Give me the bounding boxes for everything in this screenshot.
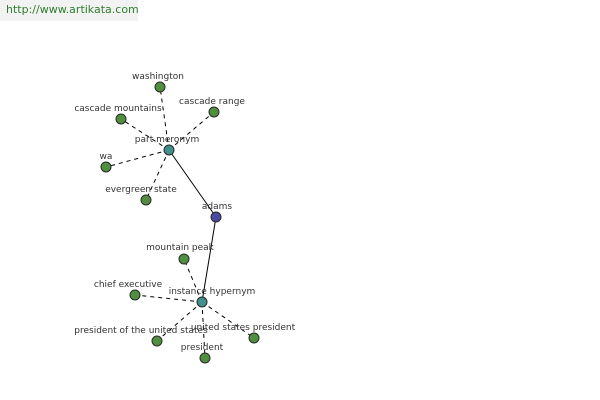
node-circle[interactable] [115, 113, 127, 125]
node-label: president [181, 343, 224, 353]
node-mountain-peak[interactable]: mountain peak [146, 243, 215, 265]
node-circle[interactable] [208, 106, 220, 118]
edge-instance_hypernym-to-chief_executive [134, 294, 203, 303]
edge-adams-to-instance_hypernym [201, 216, 217, 303]
node-label: washington [132, 72, 184, 82]
edge-part_meronym-to-cascade_range [168, 111, 215, 151]
graph-nodes: adams part meronym instance hypernym washin… [74, 72, 296, 364]
node-instance-hypernym[interactable]: instance hypernym [169, 287, 256, 308]
edge-instance_hypernym-to-president [201, 301, 206, 359]
node-chief-executive[interactable]: chief executive [94, 280, 163, 301]
node-circle[interactable] [196, 296, 208, 308]
node-circle[interactable] [140, 194, 152, 206]
node-washington[interactable]: washington [132, 72, 184, 93]
edge-instance_hypernym-to-united_states_president [201, 301, 255, 339]
edge-part_meronym-to-evergreen_state [145, 149, 170, 201]
node-label: mountain peak [146, 243, 215, 253]
node-label: cascade mountains [74, 104, 162, 114]
node-cascade-range[interactable]: cascade range [179, 97, 245, 118]
node-circle[interactable] [199, 352, 211, 364]
watermark-link[interactable]: http://www.artikata.com [0, 0, 139, 21]
node-label: adams [202, 202, 233, 212]
edge-part_meronym-to-washington [159, 86, 170, 151]
node-circle[interactable] [163, 144, 175, 156]
node-label: wa [100, 152, 113, 162]
node-circle[interactable] [178, 253, 190, 265]
edge-adams-to-part_meronym [168, 149, 217, 218]
node-label: part meronym [135, 135, 199, 145]
node-evergreen-state[interactable]: evergreen state [105, 185, 177, 206]
node-label: president of the united states [74, 326, 208, 336]
node-circle[interactable] [151, 335, 163, 347]
node-adams[interactable]: adams [202, 202, 233, 223]
node-cascade-mountains[interactable]: cascade mountains [74, 104, 162, 125]
node-circle[interactable] [129, 289, 141, 301]
edge-part_meronym-to-wa [105, 149, 170, 168]
node-circle[interactable] [210, 211, 222, 223]
node-united-states-president[interactable]: united states president [191, 323, 296, 344]
node-president-of-the-united-states[interactable]: president of the united states [74, 326, 208, 347]
node-label: instance hypernym [169, 287, 256, 297]
node-circle[interactable] [100, 161, 112, 173]
graph-edges [105, 86, 255, 359]
node-wa[interactable]: wa [100, 152, 113, 173]
node-label: evergreen state [105, 185, 177, 195]
edge-instance_hypernym-to-president_of_the_united_states [156, 301, 203, 342]
node-president[interactable]: president [181, 343, 224, 364]
node-label: cascade range [179, 97, 245, 107]
edge-part_meronym-to-cascade_mountains [120, 118, 170, 151]
node-label: chief executive [94, 280, 163, 290]
node-label: united states president [191, 323, 296, 333]
node-circle[interactable] [248, 332, 260, 344]
node-circle[interactable] [154, 81, 166, 93]
node-part-meronym[interactable]: part meronym [135, 135, 199, 156]
